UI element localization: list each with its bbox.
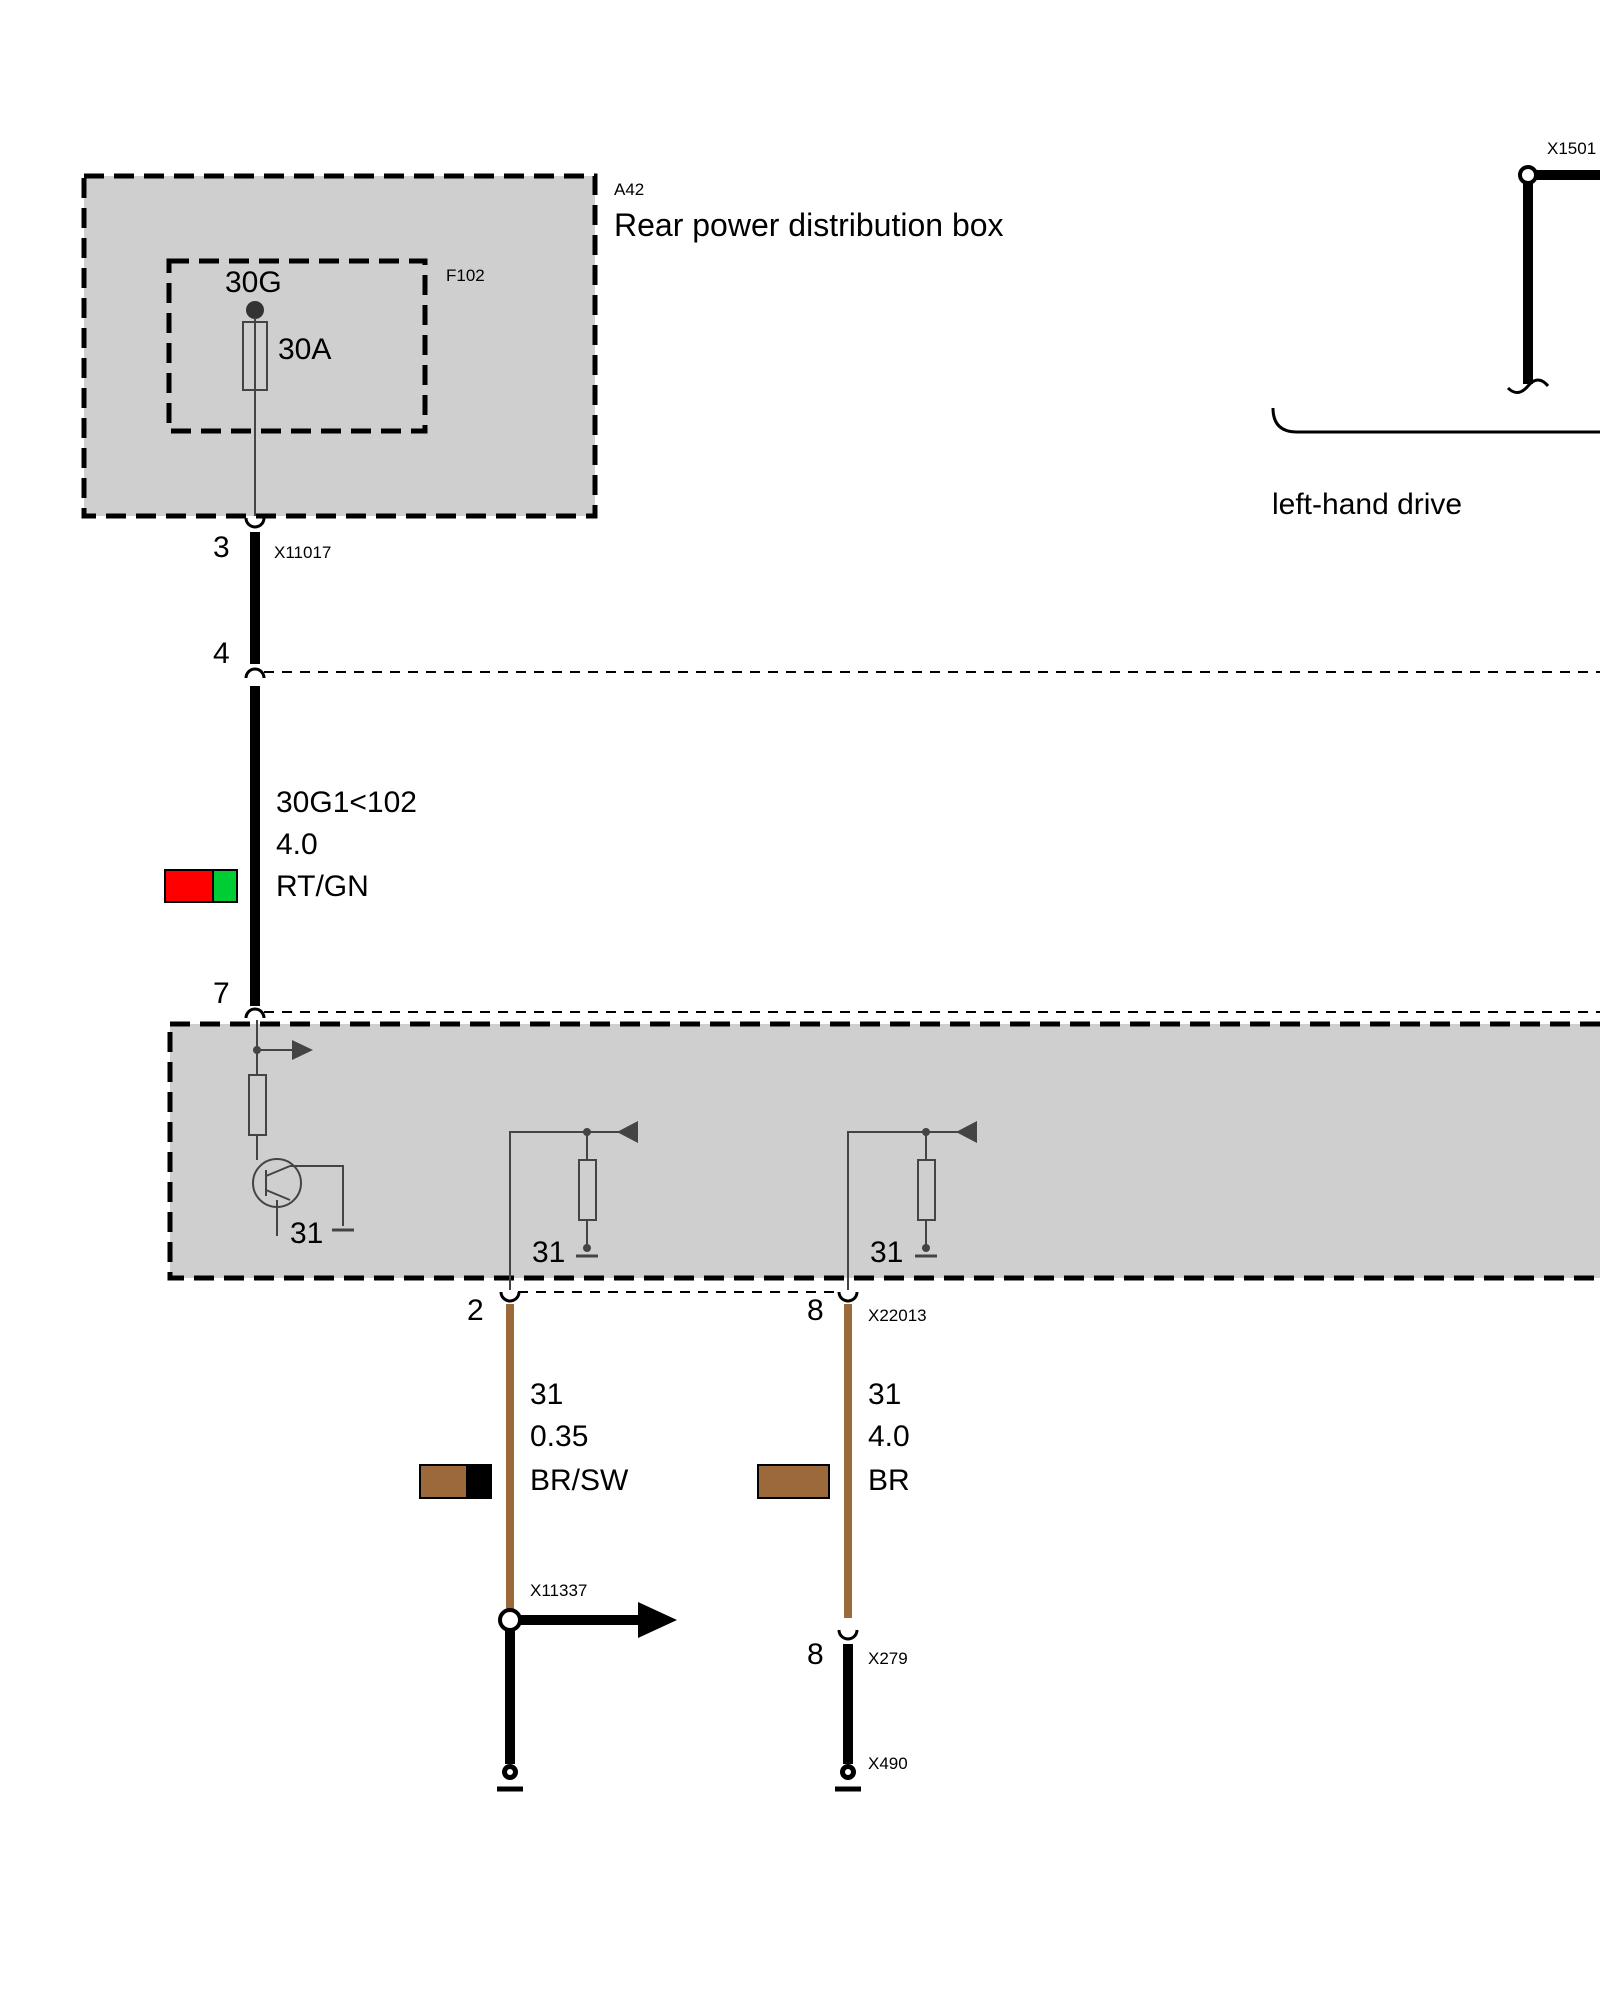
splice-x11337: X11337 [497,1581,677,1792]
ground-31-label-3: 31 [870,1236,903,1269]
wire-30g1-signal: 30G1<102 [276,786,417,819]
pin-3-label: 3 [213,531,230,564]
swatch-red [164,869,214,903]
rear-power-distribution-box: A42 Rear power distribution box F102 30G… [81,173,1004,519]
a42-box-outline [81,173,598,519]
wire-br-sw-signal: 31 [530,1378,563,1411]
swatch-brown [757,1464,830,1499]
wire-30g1-color-swatch [164,869,238,903]
ground-31-label-2: 31 [532,1236,565,1269]
transistor-driver-circuit: 31 [248,1020,354,1250]
x490-label: X490 [868,1754,908,1773]
ground-point-center [507,1769,513,1775]
wire-31-br: 31 4.0 BR [757,1304,910,1618]
f102-rating-label: 30A [278,333,331,366]
a42-name-label: Rear power distribution box [614,207,1004,243]
connector-x22013: 2 8 X22013 [467,1291,927,1327]
wire-br-sw-color-code: BR/SW [530,1464,629,1497]
input1-ground-dot [583,1244,591,1252]
ground-31-label-1: 31 [290,1217,323,1250]
swatch-green [212,869,238,903]
x279-pin-label: 8 [807,1638,824,1671]
wire-31-br-sw: 31 0.35 BR/SW [419,1304,629,1612]
swatch-black [466,1464,492,1499]
wire-br-cross-section: 4.0 [868,1420,910,1453]
f102-terminal-dot [246,301,264,319]
x11337-label: X11337 [530,1581,587,1600]
x279-label: X279 [868,1649,908,1668]
pin-socket-4 [244,667,266,679]
pin-2-label: 2 [467,1294,484,1327]
wire-30g1-color-code: RT/GN [276,870,369,903]
x1501-splice-dot [1518,165,1538,185]
wire-br-color-code: BR [868,1464,910,1497]
input-circuit-pin2: 31 [509,1121,638,1290]
x1501-label: X1501 [1547,139,1596,158]
wire-br-sw-cross-section: 0.35 [530,1420,588,1453]
connector-x279: 8 X279 X490 [807,1629,908,1792]
a42-ref-label: A42 [614,180,644,199]
ground-point-center [845,1769,851,1775]
transistor-collector [265,1165,291,1177]
pin-8-label: 8 [807,1294,824,1327]
wire-30g1: 30G1<102 4.0 RT/GN [164,686,417,1006]
variant-bracket [1271,407,1600,434]
module-box-outline [167,1021,1600,1281]
pin-socket-2 [499,1291,521,1303]
pin-4-junction: 4 [213,637,1600,679]
transistor-emitter [265,1189,291,1201]
arrow-left-icon [617,1121,638,1143]
input2-ground-dot [922,1244,930,1252]
wire-break-icon [1506,378,1550,394]
pin-socket-8 [837,1291,859,1303]
input-circuit-pin8: 31 [847,1121,977,1290]
x11017-label: X11017 [274,543,331,562]
swatch-brown [419,1464,468,1499]
fuse-f102: F102 30G 30A [166,258,485,516]
variant-note-label: left-hand drive [1272,488,1462,521]
control-module: 31 31 31 [167,1020,1600,1290]
pin-socket-x279 [837,1629,859,1641]
f102-ref-label: F102 [446,266,485,285]
pin-socket-7 [244,1007,266,1019]
splice-dot [498,1608,522,1632]
arrow-right-icon [638,1602,677,1638]
wire-30g1-cross-section: 4.0 [276,828,318,861]
pin-7-junction: 7 [213,977,1600,1019]
connector-x11017: 3 X11017 [213,517,331,664]
x1501-section: X1501 left-hand drive [1271,139,1600,521]
wire-br-signal: 31 [868,1378,901,1411]
pin-4-label: 4 [213,637,230,670]
arrow-left-icon [956,1121,977,1143]
wire-br-sw-color-swatch [419,1464,492,1499]
arrow-right-icon [292,1040,313,1060]
pin-7-label: 7 [213,977,230,1010]
x22013-label: X22013 [868,1306,927,1325]
pin-socket-3 [244,517,266,529]
transistor-ground-lead [290,1165,344,1226]
f102-outline [166,258,428,434]
f102-terminal-label: 30G [225,266,282,299]
